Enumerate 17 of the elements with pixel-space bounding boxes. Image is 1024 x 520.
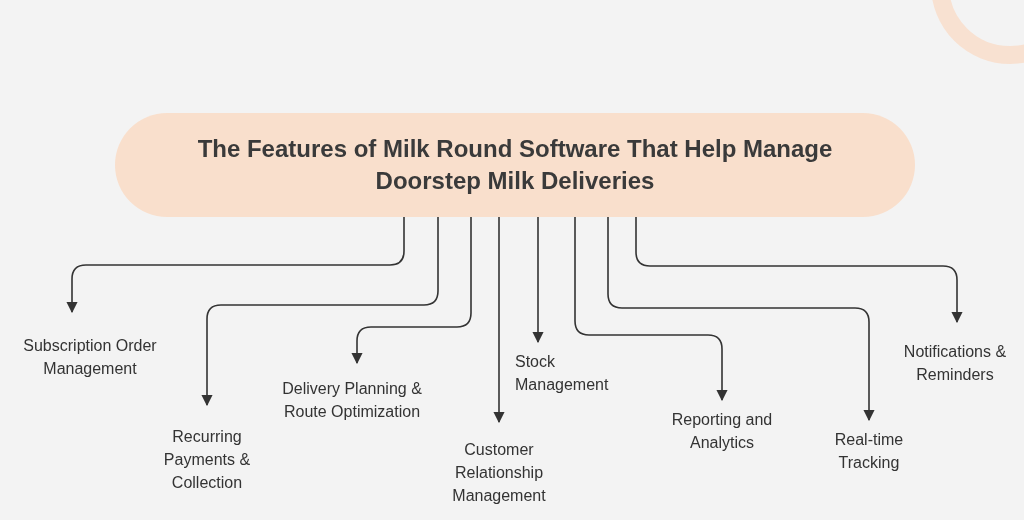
feature-label: Recurring Payments & Collection	[162, 427, 252, 493]
feature-label: Subscription Order Management	[22, 336, 158, 379]
feature-label: Reporting and Analytics	[670, 410, 774, 453]
arrow	[201, 216, 439, 407]
feature-label: Notifications & Reminders	[902, 342, 1008, 385]
feature-label: Stock Management	[515, 352, 610, 395]
arrow	[574, 216, 728, 402]
arrow	[607, 216, 875, 422]
arrow	[66, 216, 405, 314]
arrow	[635, 216, 963, 324]
feature-label: Delivery Planning & Route Optimization	[281, 379, 423, 422]
heading-label: The Features of Milk Round Software That Help Manage Doorstep Milk Deliveries	[196, 134, 834, 196]
arrow	[532, 216, 544, 344]
feature-label: Real-time Tracking	[833, 430, 905, 473]
arrow	[493, 216, 505, 424]
arrow	[351, 216, 472, 365]
feature-label: Customer Relationship Management	[451, 440, 547, 506]
